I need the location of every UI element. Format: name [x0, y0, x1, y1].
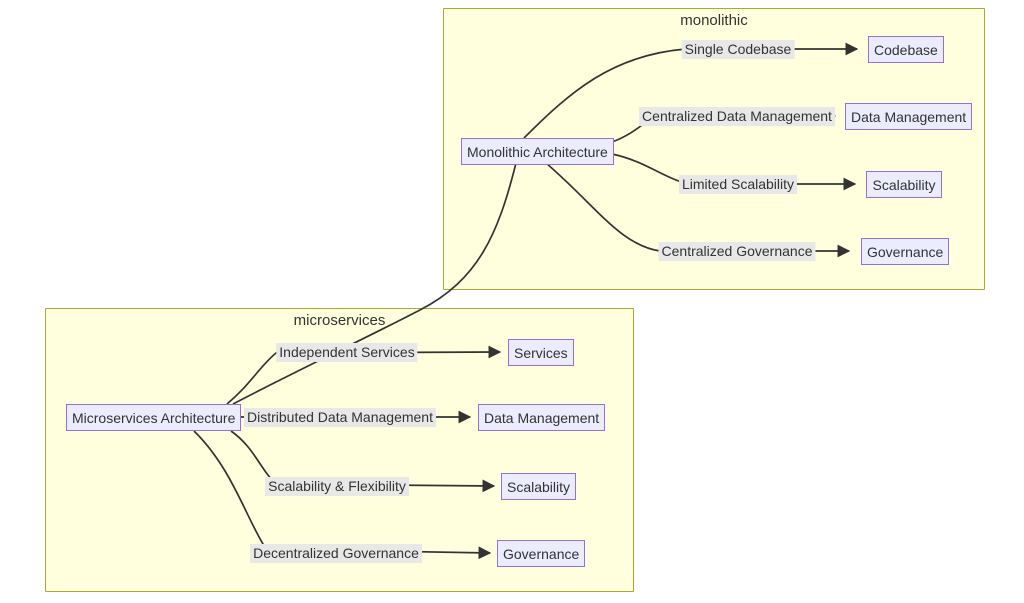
- node-codebase: Codebase: [868, 36, 944, 63]
- edge-label-scalability-flexibility: Scalability & Flexibility: [265, 477, 409, 496]
- node-mono-data-management: Data Management: [845, 103, 973, 130]
- edge-label-centralized-data-management: Centralized Data Management: [639, 107, 835, 126]
- cluster-title-monolithic: monolithic: [680, 12, 748, 29]
- edge-label-independent-services: Independent Services: [276, 343, 418, 362]
- node-microservices-architecture: Microservices Architecture: [66, 404, 242, 431]
- edge-label-limited-scalability: Limited Scalability: [678, 175, 798, 194]
- node-mono-scalability: Scalability: [866, 171, 942, 198]
- node-micro-governance: Governance: [497, 540, 586, 567]
- edge-label-centralized-governance: Centralized Governance: [658, 242, 816, 261]
- cluster-title-microservices: microservices: [293, 312, 386, 329]
- edge-label-decentralized-governance: Decentralized Governance: [250, 544, 422, 563]
- node-mono-governance: Governance: [861, 238, 950, 265]
- node-micro-data-management: Data Management: [478, 404, 606, 431]
- node-services: Services: [508, 339, 574, 366]
- edge-label-single-codebase: Single Codebase: [681, 40, 795, 59]
- node-micro-scalability: Scalability: [501, 473, 577, 500]
- edge-label-distributed-data-management: Distributed Data Management: [244, 408, 436, 427]
- node-monolithic-architecture: Monolithic Architecture: [461, 138, 614, 165]
